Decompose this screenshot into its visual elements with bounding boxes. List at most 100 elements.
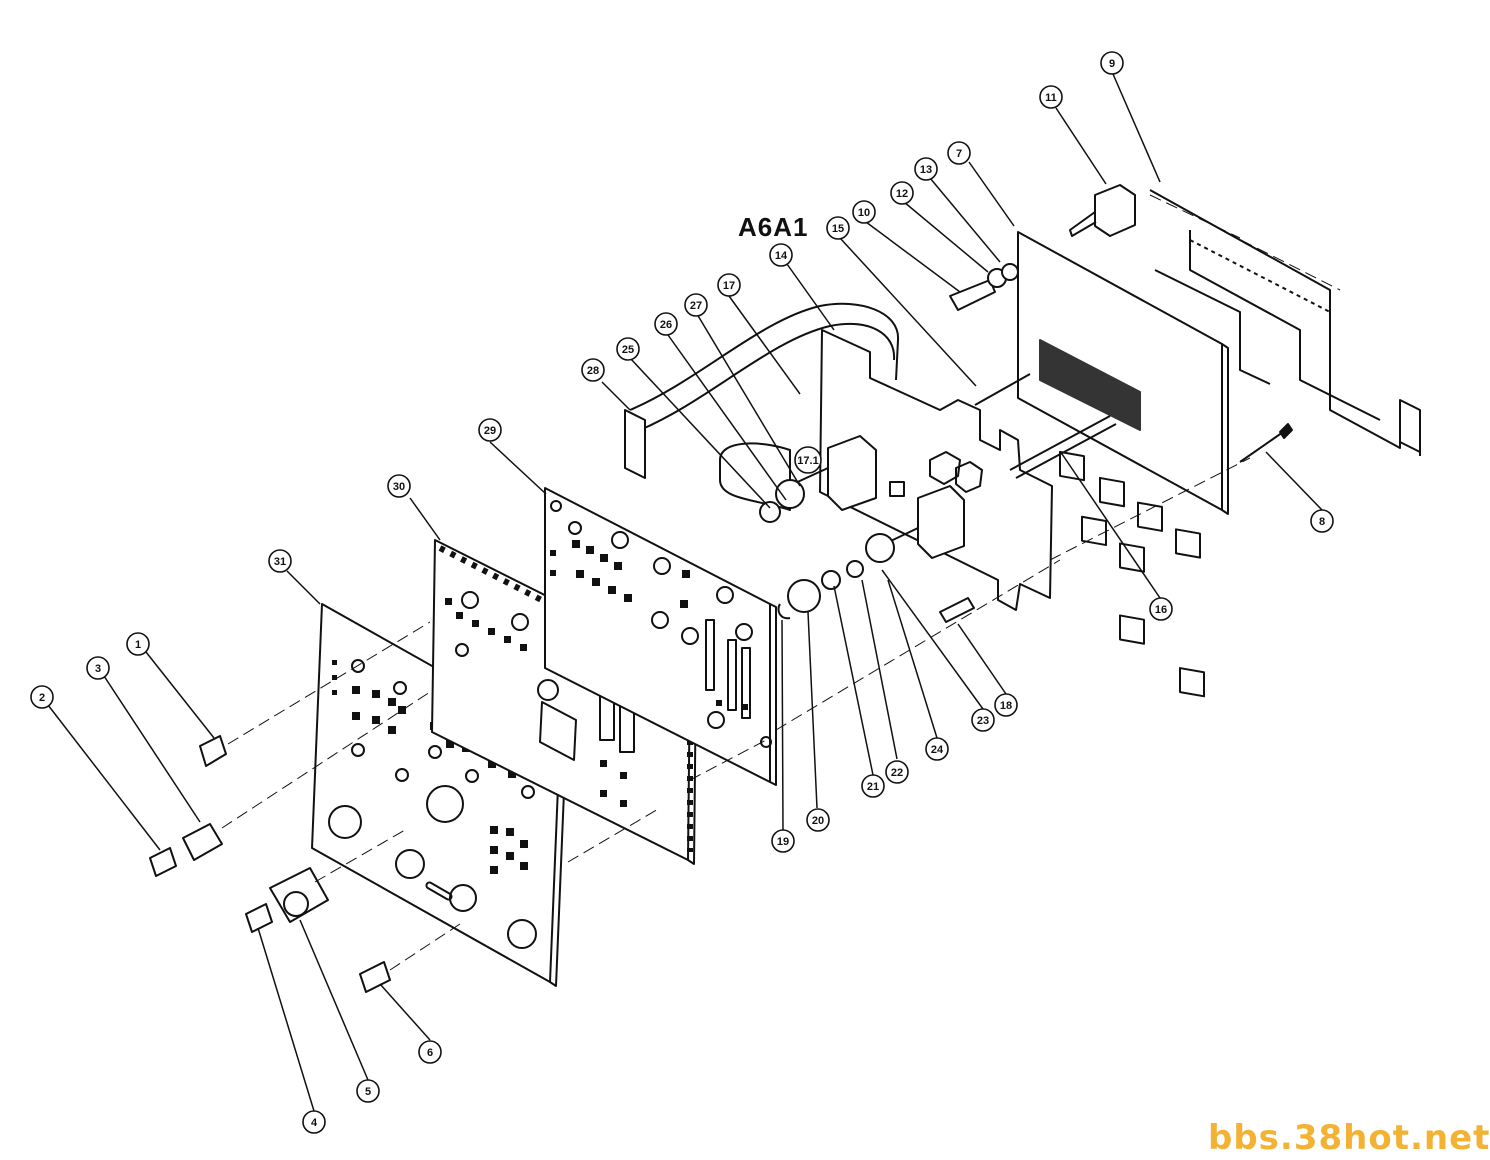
callout-label: 3 [95, 663, 101, 675]
callout-label: 5 [365, 1086, 371, 1098]
callout-label: 26 [660, 319, 672, 331]
callout-21: 21 [861, 774, 885, 798]
rear-board [1017, 231, 1229, 698]
callout-label: 21 [867, 781, 879, 793]
callout-circle [885, 760, 909, 784]
callout-10: 10 [852, 200, 876, 224]
callout-circle [1149, 597, 1173, 621]
callout-label: 10 [858, 207, 870, 219]
callout-11: 11 [1039, 85, 1063, 109]
callout-label: 28 [587, 365, 599, 377]
callout-label: 1 [135, 639, 141, 651]
callout-label: 29 [484, 425, 496, 437]
callout-label: 18 [1000, 700, 1012, 712]
callout-circle [387, 474, 411, 498]
callout-18: 18 [994, 693, 1018, 717]
callout-19: 19 [771, 829, 795, 853]
callout-label: 17.1 [797, 455, 818, 467]
leader-lines [47, 73, 1323, 1112]
callout-label: 6 [427, 1047, 433, 1059]
callout-label: 7 [956, 148, 962, 160]
callout-27: 27 [684, 293, 708, 317]
callout-label: 27 [690, 300, 702, 312]
callout-30: 30 [387, 474, 411, 498]
callout-label: 19 [777, 836, 789, 848]
callout-31: 31 [268, 549, 292, 573]
callout-label: 31 [274, 556, 286, 568]
callout-28: 28 [581, 358, 605, 382]
callout-29: 29 [478, 418, 502, 442]
rotary-switch-lower [865, 485, 965, 563]
callout-layer: 123456789101112131415161717.118192021222… [30, 51, 1334, 1134]
callout-circle [890, 181, 914, 205]
callout-25: 25 [616, 337, 640, 361]
callout-circle [914, 157, 938, 181]
callout-circle [30, 685, 54, 709]
callout-4: 4 [302, 1110, 326, 1134]
callout-circle [654, 312, 678, 336]
callout-label: 9 [1109, 58, 1115, 70]
callout-circle [717, 273, 741, 297]
callout-label: 24 [931, 744, 944, 756]
callout-12: 12 [890, 181, 914, 205]
callout-label: 25 [622, 344, 634, 356]
ribbon-cable [624, 302, 900, 511]
alignment-lines [221, 194, 1341, 971]
callout-circle [418, 1040, 442, 1064]
callout-9: 9 [1100, 51, 1124, 75]
mounting-bracket [819, 329, 1053, 611]
callout-circle [1039, 85, 1063, 109]
callout-circle [684, 293, 708, 317]
callout-label: 30 [393, 481, 405, 493]
callout-circle [925, 737, 949, 761]
callout-circle [806, 808, 830, 832]
led-holder [939, 597, 975, 623]
callout-1: 1 [126, 632, 150, 656]
front-knobs [149, 735, 391, 993]
callout-8: 8 [1310, 509, 1334, 533]
callout-circle [947, 141, 971, 165]
callout-13: 13 [914, 157, 938, 181]
callout-3: 3 [86, 656, 110, 680]
callout-circle [86, 656, 110, 680]
callout-circle [126, 632, 150, 656]
flex-harness [1149, 189, 1421, 456]
callout-circle [861, 774, 885, 798]
jack-hardware [949, 263, 1019, 311]
callout-16: 16 [1149, 597, 1173, 621]
callout-label: 12 [896, 188, 908, 200]
assembly-title: A6A1 [738, 212, 809, 242]
callout-label: 16 [1155, 604, 1167, 616]
callout-circle [268, 549, 292, 573]
callout-circle [994, 693, 1018, 717]
standoff-rods [974, 373, 1117, 479]
callout-label: 2 [39, 692, 45, 704]
callout-circle [616, 337, 640, 361]
callout-6: 6 [418, 1040, 442, 1064]
watermark: bbs.38hot.net [1208, 1118, 1490, 1158]
callout-17: 17 [717, 273, 741, 297]
rotary-switch-upper [759, 435, 877, 523]
screw [1239, 423, 1293, 463]
callout-23: 23 [971, 708, 995, 732]
shaft-coupler [777, 560, 864, 620]
callout-circle [971, 708, 995, 732]
callout-label: 20 [812, 815, 824, 827]
callout-label: 13 [920, 164, 932, 176]
callout-15: 15 [826, 216, 850, 240]
callout-22: 22 [885, 760, 909, 784]
callout-label: 8 [1319, 516, 1325, 528]
callout-circle [1310, 509, 1334, 533]
callout-circle [302, 1110, 326, 1134]
callout-circle [1100, 51, 1124, 75]
callout-circle [769, 243, 793, 267]
callout-circle [356, 1079, 380, 1103]
callout-circle [826, 216, 850, 240]
callout-circle [794, 446, 822, 474]
callout-label: 23 [977, 715, 989, 727]
callout-26: 26 [654, 312, 678, 336]
callout-label: 22 [891, 767, 903, 779]
callout-20: 20 [806, 808, 830, 832]
callout-circle [771, 829, 795, 853]
